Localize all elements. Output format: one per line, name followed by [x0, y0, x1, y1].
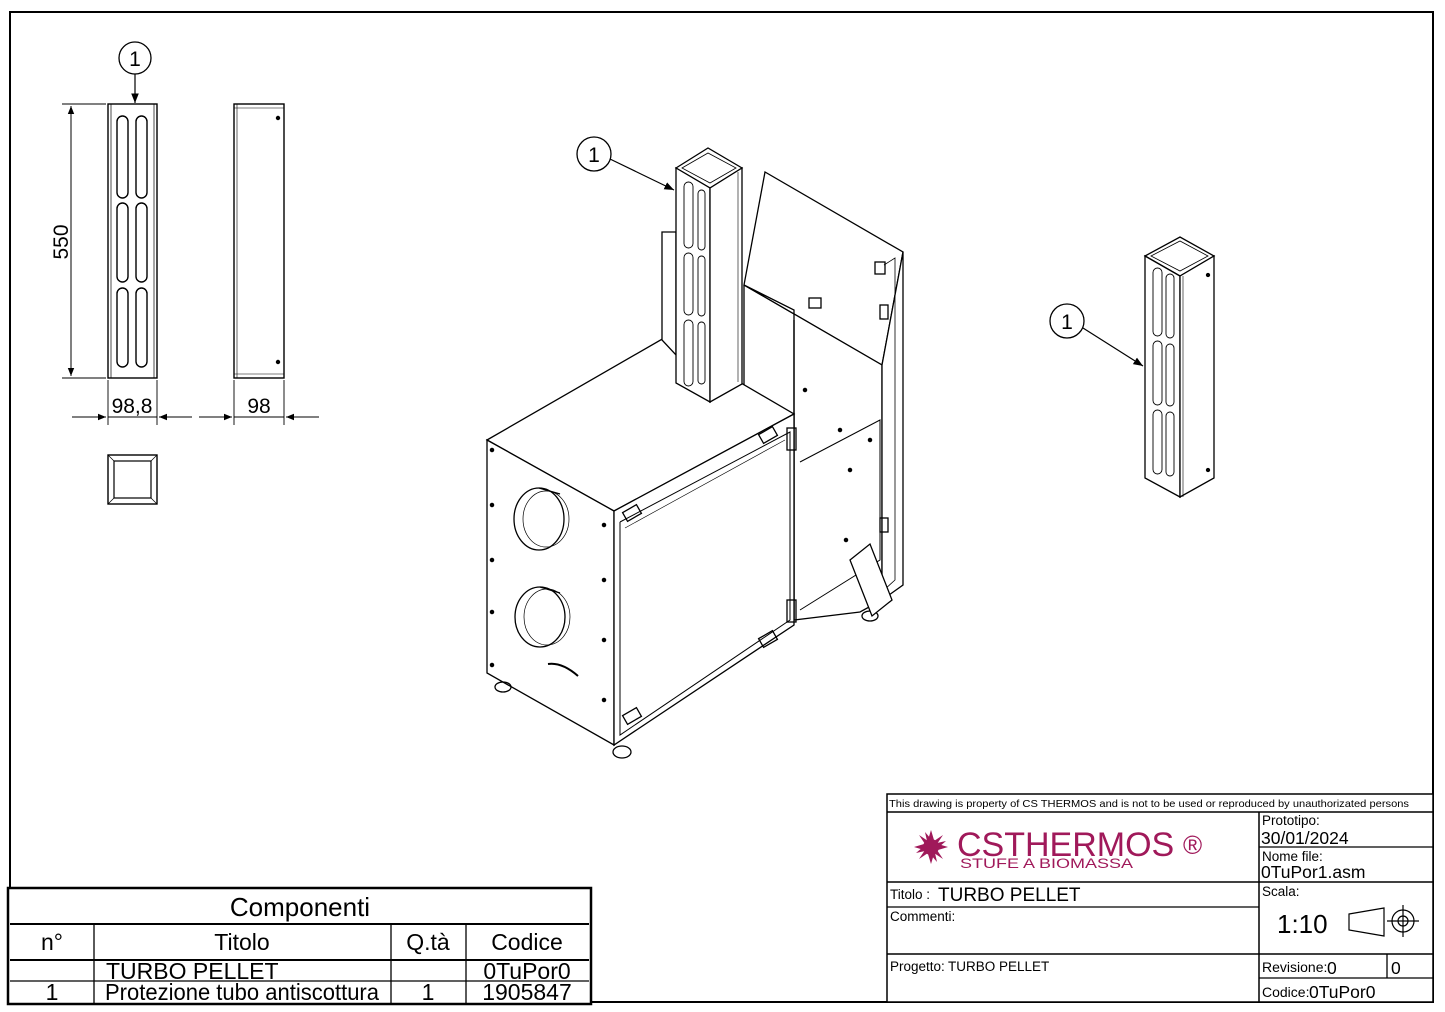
titolo-value: TURBO PELLET	[938, 885, 1081, 906]
components-table: Componenti n° Titolo Q.tà Codice TURBO P…	[6, 886, 593, 1006]
isometric-tube-detail	[1143, 236, 1216, 499]
progetto-label: Progetto:	[890, 959, 945, 974]
height-dimension-value: 550	[50, 224, 73, 259]
title-block: This drawing is property of CS THERMOS a…	[886, 793, 1434, 1003]
balloon-tube-detail: 1	[1049, 303, 1144, 367]
balloon-front-view: 1	[118, 41, 152, 103]
column-header-title: Titolo	[214, 929, 269, 955]
prototipo-date: 30/01/2024	[1261, 828, 1349, 848]
scala-label: Scala:	[1262, 884, 1300, 899]
progetto-value: TURBO PELLET	[948, 959, 1049, 974]
scala-value: 1:10	[1277, 909, 1328, 939]
revisione-box-value: 0	[1391, 958, 1401, 978]
table-row-code: 1905847	[482, 979, 572, 1005]
width-front-value: 98,8	[112, 395, 153, 418]
table-row-number: 1	[46, 979, 59, 1005]
flame-sun-icon	[914, 830, 948, 864]
logo-subtitle: STUFE A BIOMASSA	[960, 856, 1133, 871]
nome-file-value: 0TuPor1.asm	[1261, 862, 1365, 882]
revisione-label: Revisione:	[1262, 959, 1327, 975]
width-side-value: 98	[247, 395, 270, 418]
balloon-label: 1	[588, 144, 600, 167]
nome-file-label: Nome file:	[1262, 849, 1323, 864]
isometric-assembly	[485, 147, 904, 759]
table-row-title: TURBO PELLET	[106, 958, 279, 984]
codice-value: 0TuPor0	[1309, 982, 1376, 1002]
front-view	[107, 103, 158, 379]
height-dimension: 550	[50, 103, 106, 379]
width-front-dimension: 98,8	[72, 380, 192, 425]
prototipo-label: Prototipo:	[1262, 813, 1320, 828]
logo-text: CSTHERMOS	[957, 826, 1174, 864]
logo-registered-mark: ®	[1183, 830, 1202, 860]
column-header-code: Codice	[491, 929, 563, 955]
table-row-title: Protezione tubo antiscottura	[105, 979, 379, 1005]
components-table-title: Componenti	[230, 892, 370, 922]
table-row-code: 0TuPor0	[483, 958, 570, 984]
balloon-assembly: 1	[576, 136, 675, 191]
commenti-label: Commenti:	[890, 909, 955, 924]
rear-cabinet	[743, 170, 904, 621]
property-notice: This drawing is property of CS THERMOS a…	[889, 798, 1409, 810]
titolo-label: Titolo :	[890, 887, 930, 902]
sheet-border	[9, 11, 1434, 1003]
table-row-quantity: 1	[422, 979, 435, 1005]
chimney-tube	[661, 147, 744, 404]
column-header-number: n°	[41, 929, 63, 955]
top-view	[107, 454, 158, 505]
csthermos-logo: CSTHERMOS ® STUFE A BIOMASSA	[914, 826, 1202, 871]
lower-box	[485, 261, 893, 759]
balloon-label: 1	[129, 48, 141, 71]
balloon-label: 1	[1061, 311, 1073, 334]
width-side-dimension: 98	[199, 380, 319, 425]
column-header-quantity: Q.tà	[406, 929, 450, 955]
projection-symbol-icon	[1348, 905, 1419, 937]
codice-label: Codice:	[1262, 984, 1309, 1000]
revisione-value: 0	[1327, 958, 1337, 978]
side-view	[233, 103, 285, 379]
